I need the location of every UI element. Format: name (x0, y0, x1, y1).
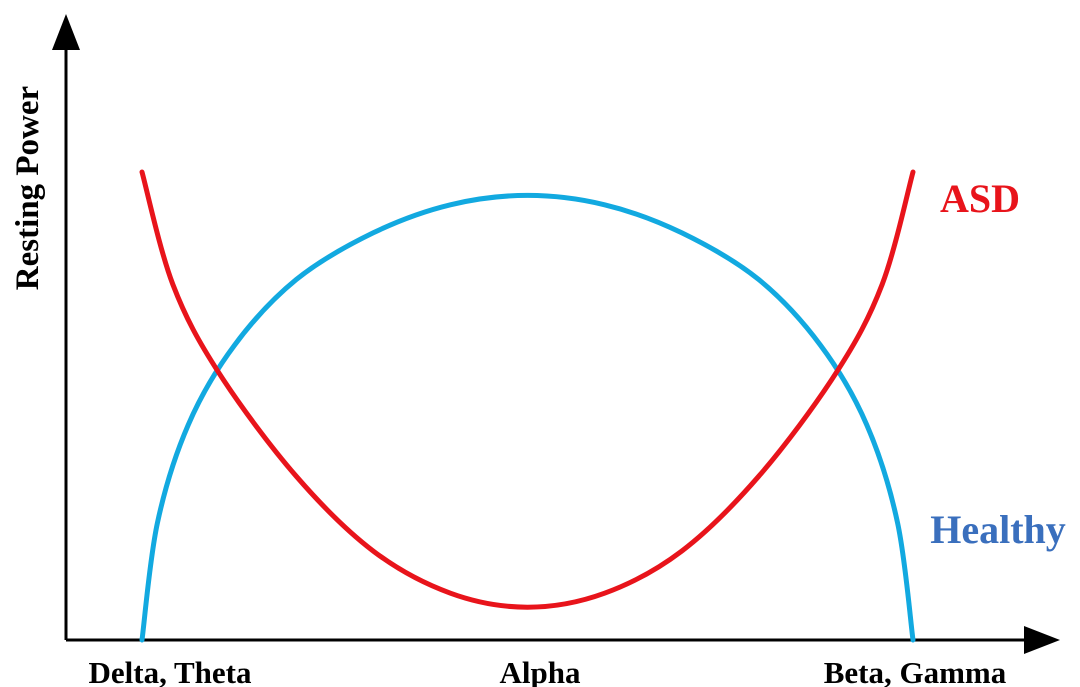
y-axis-label: Resting Power (10, 86, 46, 290)
series-line-healthy (139, 192, 916, 643)
x-tick-label-delta-theta: Delta, Theta (88, 655, 252, 687)
x-tick-label-beta-gamma: Beta, Gamma (824, 655, 1007, 687)
series-label-healthy: Healthy (930, 507, 1066, 552)
x-tick-label-alpha: Alpha (500, 655, 581, 687)
y-axis-arrow (52, 14, 80, 50)
series-label-asd: ASD (940, 176, 1020, 221)
axes (52, 14, 1060, 654)
series-layer (139, 169, 916, 643)
series-line-asd (139, 169, 916, 610)
x-axis-arrow (1024, 626, 1060, 654)
